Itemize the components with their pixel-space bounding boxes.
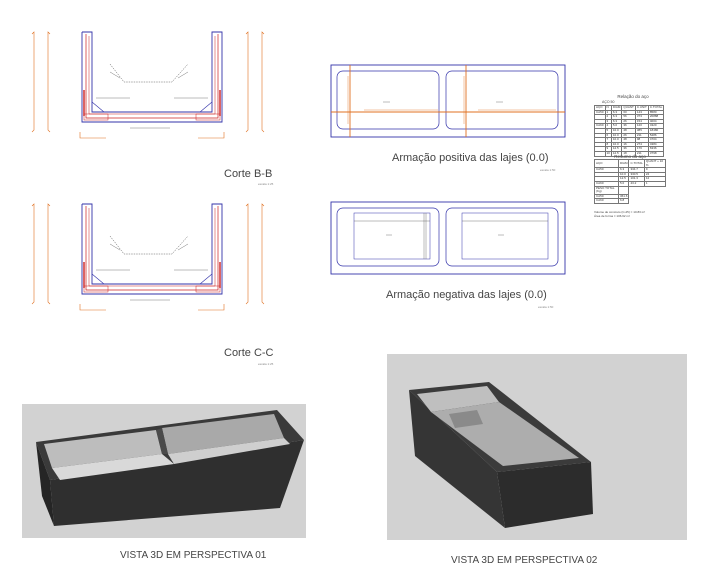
slab-plan-negative <box>330 201 566 275</box>
tank-render-02 <box>409 382 593 528</box>
summary-table-title: Resumo do aço <box>614 154 646 159</box>
section-scale-cc: escala 1:25 <box>258 362 274 366</box>
slab-title-negative: Armação negativa das lajes (0.0) <box>386 289 547 301</box>
table-cell: 10 <box>604 150 612 157</box>
tank-render-01 <box>36 410 304 526</box>
view-title-02: VISTA 3D EM PERSPECTIVA 02 <box>451 555 598 566</box>
table-cell: CA50 <box>594 109 606 116</box>
slab-scale-negative: escala 1:50 <box>538 305 554 309</box>
table-cell: 1 <box>643 181 667 187</box>
table-footer-row: PESO TOTAL (Kg) <box>594 185 666 195</box>
section-scale-bb: escala 1:25 <box>258 182 274 186</box>
section-title-cc: Corte C-C <box>224 347 274 359</box>
section-drawing-bb <box>31 31 265 139</box>
table-cell: CA60 <box>594 198 619 204</box>
table-cell: 43.2 <box>628 181 645 187</box>
render-view-02 <box>387 354 687 540</box>
rebar-table-title: Relação do aço <box>617 94 649 99</box>
formwork-area-note: Área de forma = 106.62 m² <box>594 213 630 218</box>
slab-title-positive: Armação positiva das lajes (0.0) <box>392 152 549 164</box>
concrete-volume-note: Volume de concreto (C-25) = 10.83 m³ <box>594 209 646 214</box>
table-header-cell: C.TOTAL <box>628 158 645 169</box>
render-view-01 <box>22 404 306 538</box>
table-header-cell: QUANT + 10 % <box>643 158 667 169</box>
view-title-01: VISTA 3D EM PERSPECTIVA 01 <box>120 550 267 561</box>
section-title-bb: Corte B-B <box>224 168 273 180</box>
table-cell: 3798 <box>647 150 665 157</box>
table-cell: 6.8 <box>617 198 630 204</box>
table-cell: PESO TOTAL (Kg) <box>594 185 619 195</box>
slab-plan-positive <box>330 64 566 138</box>
rebar-table-subtitle: AÇO 50 <box>602 100 615 104</box>
slab-scale-positive: escala 1:50 <box>540 168 556 172</box>
table-cell: CA60 <box>594 123 606 129</box>
table-cell <box>617 185 630 195</box>
table-header-cell: AÇO <box>594 158 619 169</box>
section-drawing-cc <box>31 203 265 311</box>
summary-table-notes: Volume de concreto (C-25) = 10.83 m³ Áre… <box>594 210 666 218</box>
